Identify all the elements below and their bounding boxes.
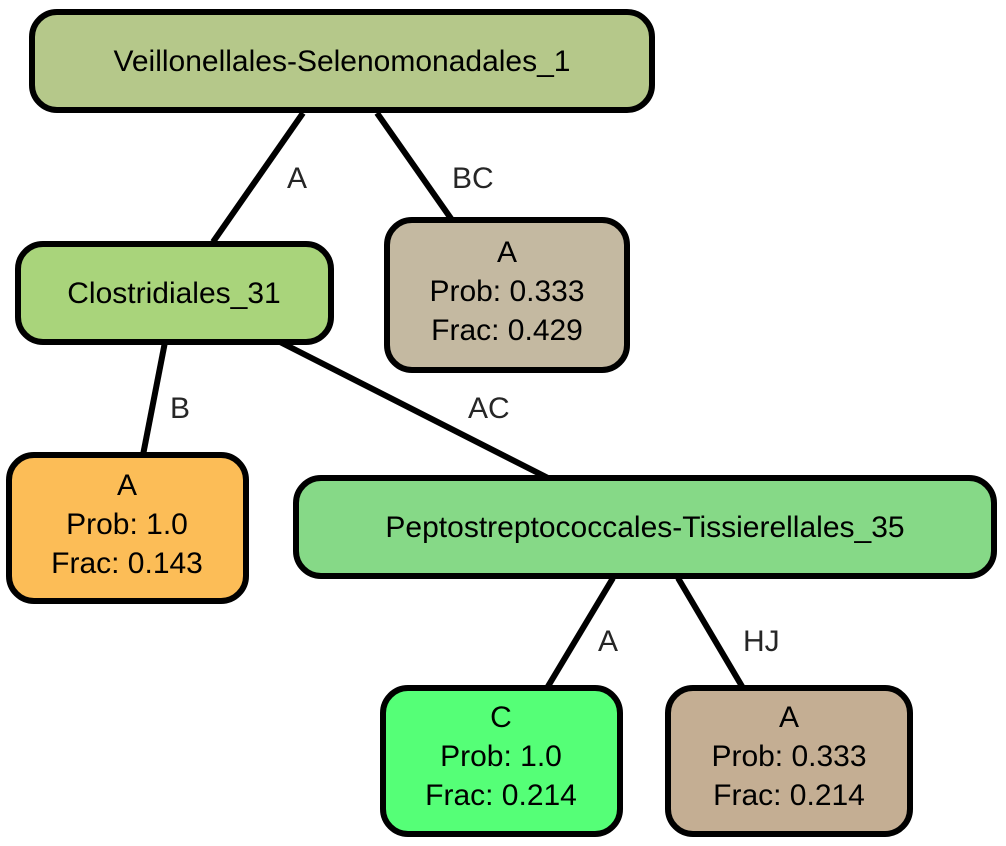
node-leaf-b-line3: Frac: 0.143 bbox=[51, 547, 203, 580]
node-leaf-bc-line1: A bbox=[497, 236, 517, 269]
edge-root-leaf-bc bbox=[374, 111, 455, 222]
edge-label-clostridiales-peptostreptococcales: AC bbox=[468, 392, 510, 425]
edge-root-clostridiales bbox=[210, 111, 306, 244]
node-root-label: Veillonellales-Selenomonadales_1 bbox=[114, 45, 571, 78]
node-root: Veillonellales-Selenomonadales_1 bbox=[29, 9, 655, 113]
node-leaf-bc-line2: Prob: 0.333 bbox=[429, 275, 584, 308]
edge-label-root-clostridiales: A bbox=[287, 162, 307, 195]
node-root-box bbox=[29, 9, 655, 113]
node-leaf-c-box bbox=[380, 685, 623, 837]
node-peptostreptococcales-box bbox=[293, 475, 997, 579]
node-leaf-bc-box bbox=[384, 217, 630, 373]
node-clostridiales: Clostridiales_31 bbox=[15, 241, 334, 345]
edge-label-clostridiales-leaf-b: B bbox=[170, 392, 190, 425]
edge-peptostreptococcales-leaf-c bbox=[544, 576, 616, 690]
node-leaf-c: C Prob: 1.0 Frac: 0.214 bbox=[380, 685, 623, 837]
node-leaf-c-line3: Frac: 0.214 bbox=[425, 779, 577, 812]
node-peptostreptococcales-label: Peptostreptococcales-Tissierellales_35 bbox=[385, 511, 904, 544]
node-clostridiales-label: Clostridiales_31 bbox=[67, 277, 280, 310]
node-leaf-b: A Prob: 1.0 Frac: 0.143 bbox=[6, 452, 249, 604]
node-clostridiales-box bbox=[15, 241, 334, 345]
edge-clostridiales-leaf-b bbox=[140, 341, 168, 456]
node-peptostreptococcales: Peptostreptococcales-Tissierellales_35 bbox=[293, 475, 997, 579]
edge-label-peptostreptococcales-leaf-c: A bbox=[598, 625, 618, 658]
node-leaf-b-line2: Prob: 1.0 bbox=[66, 508, 188, 541]
edge-peptostreptococcales-leaf-hj bbox=[675, 576, 746, 690]
node-leaf-c-line2: Prob: 1.0 bbox=[440, 740, 562, 773]
node-leaf-c-line1: C bbox=[490, 701, 512, 734]
node-leaf-hj-line2: Prob: 0.333 bbox=[711, 740, 866, 773]
edge-label-root-leaf-bc: BC bbox=[452, 162, 494, 195]
node-leaf-hj-line1: A bbox=[779, 701, 799, 734]
edge-clostridiales-peptostreptococcales bbox=[278, 339, 550, 481]
node-leaf-hj: A Prob: 0.333 Frac: 0.214 bbox=[665, 685, 913, 837]
node-leaf-bc: A Prob: 0.333 Frac: 0.429 bbox=[384, 217, 630, 373]
node-leaf-b-box bbox=[6, 452, 249, 604]
node-leaf-hj-line3: Frac: 0.214 bbox=[713, 779, 865, 812]
edges: A BC B AC A HJ bbox=[140, 111, 780, 690]
edge-label-peptostreptococcales-leaf-hj: HJ bbox=[743, 625, 780, 658]
node-leaf-b-line1: A bbox=[117, 469, 137, 502]
node-leaf-hj-box bbox=[665, 685, 913, 837]
node-leaf-bc-line3: Frac: 0.429 bbox=[431, 314, 583, 347]
